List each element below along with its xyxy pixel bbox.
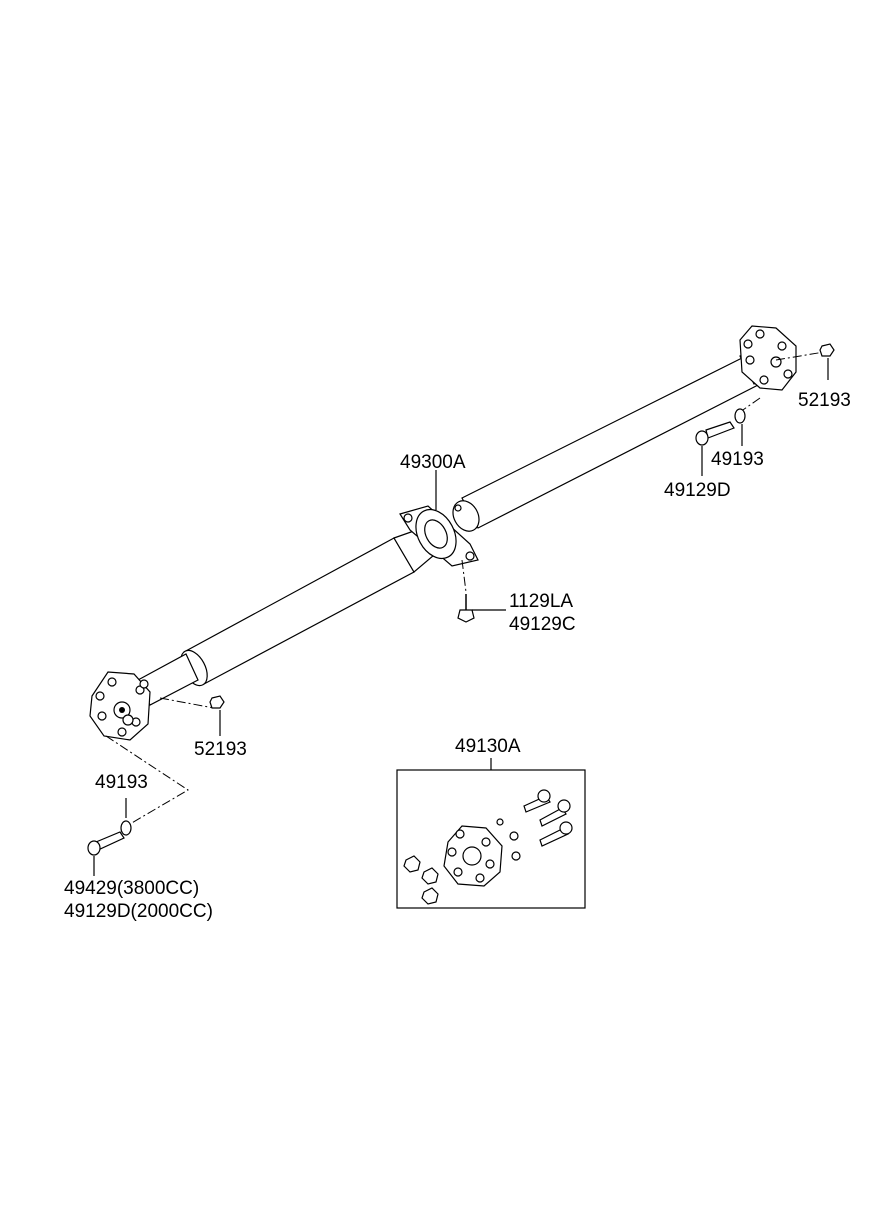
label-bracket-bolt-2: 49129C	[509, 614, 576, 635]
rear-washer-49193	[734, 397, 761, 446]
bracket-bolt	[457, 559, 475, 623]
front-flex-coupling	[89, 671, 151, 741]
front-nut-52193	[159, 695, 225, 736]
rear-bolt-49129D	[695, 421, 735, 476]
label-coupling-kit: 49130A	[455, 736, 521, 757]
front-bolt-49429	[87, 831, 125, 876]
label-bracket-bolt-1: 1129LA	[509, 591, 573, 612]
rear-shaft-tube	[461, 355, 761, 529]
label-rear-washer: 49193	[711, 449, 764, 470]
label-front-bolt-1: 49429(3800CC)	[64, 878, 199, 899]
coupling-kit-box	[396, 758, 586, 909]
rear-nut-52193	[775, 343, 835, 380]
center-bearing-assembly	[399, 500, 480, 567]
front-washer-49193	[105, 735, 189, 836]
label-front-washer: 49193	[95, 772, 148, 793]
label-front-bolt-2: 49129D(2000CC)	[64, 901, 213, 922]
label-rear-nut: 52193	[798, 390, 851, 411]
label-front-nut: 52193	[194, 739, 247, 760]
front-shaft-tube	[183, 537, 415, 685]
label-center-bearing: 49300A	[400, 452, 466, 473]
label-rear-bolt: 49129D	[664, 480, 731, 501]
rear-flex-coupling	[739, 325, 797, 391]
